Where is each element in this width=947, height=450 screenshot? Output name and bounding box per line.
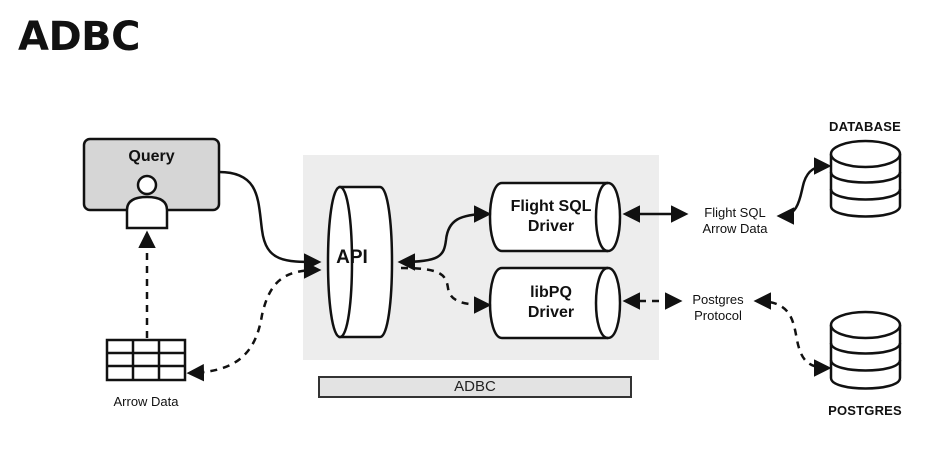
api-flightsql-arrow [397, 205, 492, 271]
libpq-driver-cylinder [488, 266, 622, 340]
postgres-label: POSTGRES [828, 403, 902, 418]
postgres-database-icon [829, 310, 902, 390]
flight-sql-driver-line-2: Driver [527, 218, 575, 235]
flight-sql-driver-line-1: Flight SQL [510, 198, 592, 215]
api-libpq-arrow [400, 266, 492, 314]
query-to-api-arrow [218, 170, 322, 271]
database-icon [829, 139, 902, 218]
adbc-bar: ADBC [318, 376, 632, 398]
query-label: Query [128, 148, 175, 165]
libpq-driver-line-2: Driver [527, 304, 575, 321]
slide-title: ADBC [18, 14, 141, 60]
flight-sql-driver-label: Flight SQL Driver [488, 197, 614, 237]
flight-sql-arrow-data-line-1: Flight SQL [704, 205, 766, 220]
user-icon [125, 174, 169, 230]
api-to-arrow-data-arrow [186, 261, 322, 382]
protocol-postgres-arrow [753, 292, 832, 377]
api-label: API [336, 247, 368, 268]
table-grid-icon [105, 338, 187, 382]
postgres-protocol-line-2: Protocol [694, 308, 742, 323]
arrow-data-label: Arrow Data [113, 394, 179, 409]
postgres-protocol-line-1: Postgres [692, 292, 744, 307]
flight-sql-arrow-data-label: Flight SQL Arrow Data [685, 205, 785, 237]
flight-sql-arrow-data-line-2: Arrow Data [702, 221, 768, 236]
libpq-driver-label: libPQ Driver [488, 283, 614, 323]
postgres-protocol-label: Postgres Protocol [678, 292, 758, 324]
connectors [138, 157, 832, 382]
libpq-driver-line-1: libPQ [530, 284, 572, 301]
flight-sql-driver-cylinder [488, 181, 622, 253]
arrow-data-database-arrow [776, 157, 832, 225]
database-label: DATABASE [829, 119, 901, 134]
api-cylinder [326, 185, 394, 339]
